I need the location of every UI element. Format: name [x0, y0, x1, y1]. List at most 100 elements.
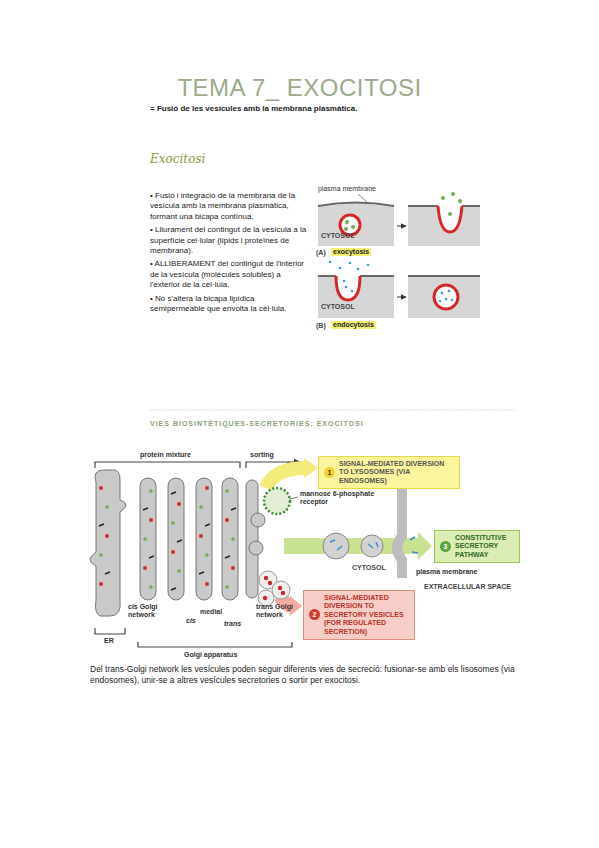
drawing-part	[171, 550, 175, 554]
drawing-part	[90, 470, 126, 616]
drawing-part	[349, 262, 352, 265]
drawing-part	[105, 505, 109, 509]
drawing-part	[408, 276, 480, 318]
drawing-part	[304, 458, 318, 478]
drawing-part	[199, 534, 203, 538]
bullet-text: • No s'altera la bicapa lipídica semiper…	[150, 294, 310, 315]
bullet-text: • Lliurament del contingut de la vesícul…	[150, 225, 310, 256]
drawing-part	[105, 572, 110, 574]
drawing-part	[345, 220, 349, 224]
drawing-part	[177, 569, 181, 573]
page-title: TEMA 7_ EXOCITOSI	[0, 74, 599, 103]
drawing-part	[448, 212, 452, 216]
exocytosis-figure	[318, 192, 480, 318]
drawing-part	[171, 521, 175, 525]
drawing-part	[149, 556, 154, 558]
drawing-part	[408, 275, 480, 277]
drawing-part	[339, 267, 342, 270]
drawing-part	[272, 581, 290, 599]
drawing-part	[249, 541, 263, 555]
drawing-part	[199, 534, 203, 538]
panel-caption: endocytosis	[331, 321, 376, 329]
drawing-part	[205, 582, 209, 586]
drawing-part	[149, 518, 153, 522]
drawing-part	[149, 489, 153, 493]
drawing-part	[225, 489, 229, 493]
callout-box: 2 SIGNAL-MEDIATED DIVERSION TO SECRETORY …	[303, 590, 415, 640]
drawing-part	[225, 585, 229, 589]
drawing-part	[177, 502, 181, 506]
bullet-text: • ALLIBERAMENT del contingut de l'interi…	[150, 259, 310, 290]
drawing-part	[177, 502, 181, 506]
drawing-part	[177, 540, 182, 542]
drawing-part	[222, 478, 238, 600]
membrane-label: plasma membrane	[318, 185, 376, 193]
cisterna-label: medial	[200, 608, 222, 616]
callout-text: SIGNAL-MEDIATED DIVERSION TO SECRETORY V…	[324, 594, 409, 636]
compartment-label: EXTRACELLULAR SPACE	[424, 583, 494, 591]
drawing-part	[171, 550, 175, 554]
drawing-part	[445, 298, 448, 301]
drawing-part	[323, 533, 349, 559]
drawing-part	[99, 486, 103, 490]
callout-box: 1SIGNAL-MEDIATED DIVERSION TO LYSOSOMES …	[318, 456, 460, 489]
drawing-part	[205, 486, 209, 490]
drawing-part	[99, 486, 103, 490]
drawing-part	[105, 534, 109, 538]
drawing-part	[345, 286, 348, 289]
bracket-label: Golgi apparatus	[184, 651, 237, 659]
drawing-part	[434, 285, 458, 309]
drawing-part	[99, 524, 104, 526]
compartment-label: CYTOSOL	[321, 232, 355, 240]
drawing-part	[439, 300, 442, 303]
separator	[150, 410, 515, 411]
callout-text: SIGNAL-MEDIATED DIVERSION TO LYSOSOMES (…	[339, 460, 454, 485]
drawing-part	[343, 280, 346, 283]
panel-caption: exocytosis	[331, 248, 371, 256]
callout-number: 2	[309, 609, 320, 620]
drawing-part	[376, 542, 378, 547]
drawing-part	[336, 276, 360, 300]
bracket-label: ER	[104, 637, 114, 645]
drawing-part	[408, 205, 480, 207]
drawing-part	[143, 537, 147, 541]
drawing-part	[439, 290, 454, 303]
drawing-part	[140, 478, 156, 600]
drawing-part	[368, 544, 373, 548]
drawing-part	[251, 513, 265, 527]
body-paragraph: Del trans-Golgi network les vesícules po…	[90, 664, 515, 687]
drawing-part	[351, 225, 355, 229]
cisterna-label: trans	[224, 620, 241, 628]
drawing-part	[99, 553, 103, 557]
drawing-part	[330, 540, 335, 542]
receptor-label: mannose 6-phosphate receptor	[300, 490, 378, 506]
drawing-part	[451, 299, 454, 302]
drawing-part	[344, 227, 348, 231]
drawing-part	[99, 524, 104, 526]
drawing-part	[357, 268, 360, 271]
drawing-part	[246, 480, 258, 598]
drawing-part	[99, 582, 103, 586]
drawing-part	[438, 206, 462, 232]
panel-letter: (A)	[316, 249, 326, 257]
drawing-part	[231, 566, 235, 570]
callout-box: 3CONSTITUTIVE SECRETORY PATHWAY	[434, 530, 520, 563]
drawing-part	[231, 508, 236, 510]
drawing-part	[225, 556, 230, 558]
drawing-part	[351, 290, 354, 293]
drawing-part	[171, 588, 176, 590]
drawing-part	[99, 582, 103, 586]
drawing-part	[281, 591, 285, 595]
drawing-part	[196, 478, 212, 600]
drawing-part	[99, 553, 103, 557]
drawing-part	[171, 588, 176, 590]
drawing-part	[149, 585, 153, 589]
drawing-part	[105, 572, 110, 574]
drawing-part	[367, 264, 370, 267]
drawing-part	[231, 566, 235, 570]
drawing-part	[289, 497, 298, 499]
drawing-part	[418, 532, 432, 560]
cisterna-label: cis Golgi network	[128, 603, 168, 619]
drawing-part	[264, 576, 268, 580]
